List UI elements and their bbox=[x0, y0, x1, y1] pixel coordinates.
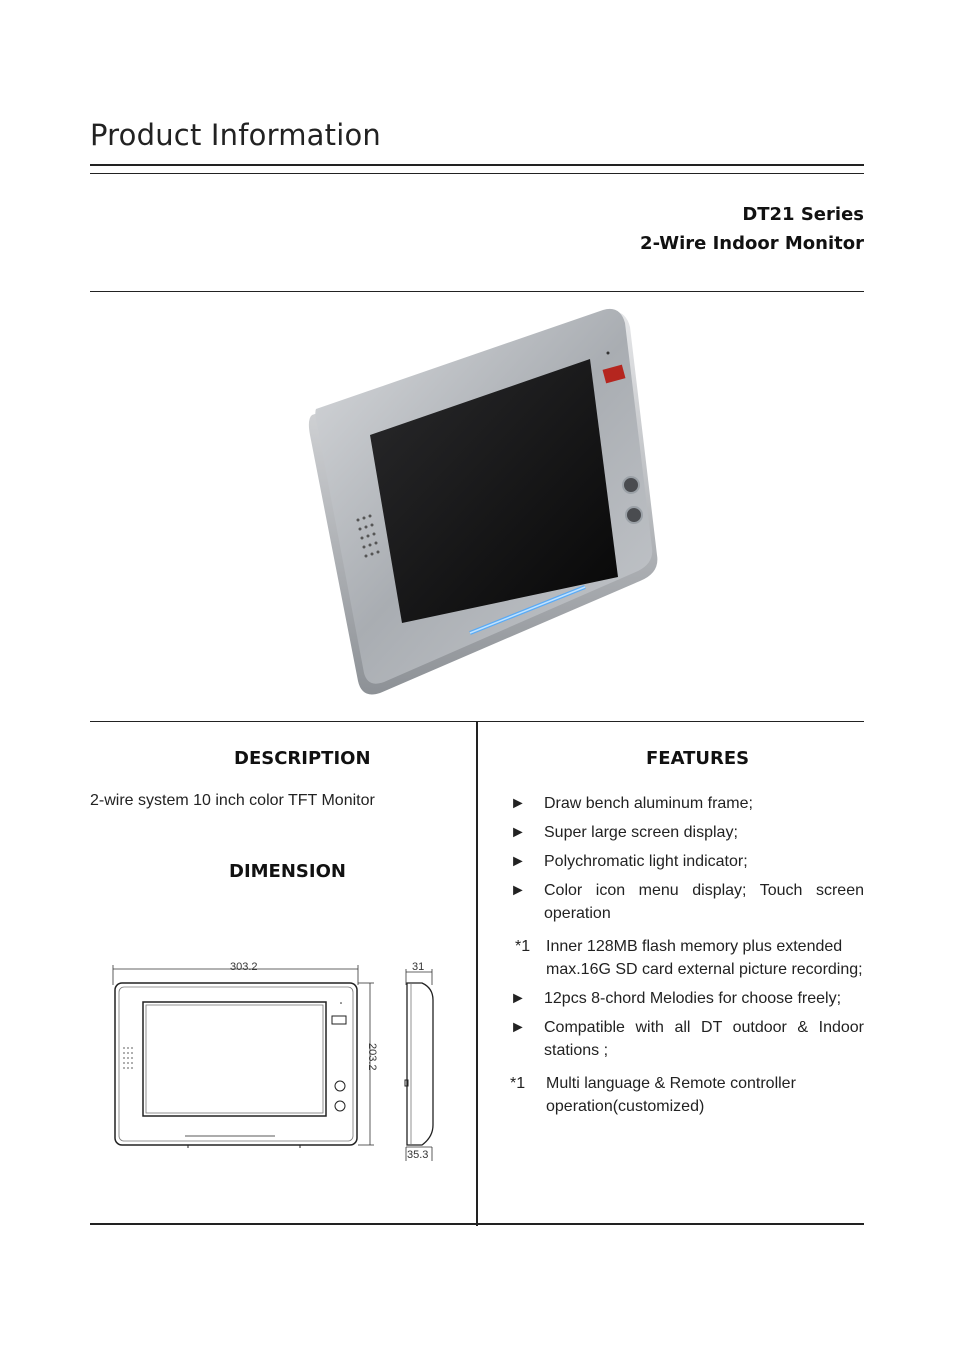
dim-height-label: 203.2 bbox=[366, 1043, 378, 1071]
feature-item: ► Polychromatic light indicator; bbox=[510, 850, 864, 873]
feature-text: Draw bench aluminum frame; bbox=[544, 795, 753, 812]
features-list: ► Draw bench aluminum frame; ► Super lar… bbox=[510, 792, 864, 1124]
feature-text: 12pcs 8-chord Melodies for choose freely… bbox=[544, 990, 842, 1007]
dimension-heading: DIMENSION bbox=[229, 861, 346, 882]
description-heading: DESCRIPTION bbox=[234, 748, 371, 769]
footnote-marker: *1 bbox=[515, 938, 531, 955]
feature-text: Compatible with all DT outdoor & Indoor … bbox=[544, 1019, 864, 1059]
feature-item: *1 Inner 128MB flash memory plus extende… bbox=[515, 935, 864, 981]
features-heading: FEATURES bbox=[646, 748, 750, 769]
bullet-arrow-icon: ► bbox=[510, 824, 526, 841]
description-text: 2-wire system 10 inch color TFT Monitor bbox=[90, 792, 375, 809]
feature-text: Super large screen display; bbox=[544, 824, 738, 841]
bullet-arrow-icon: ► bbox=[510, 795, 526, 812]
column-divider bbox=[476, 721, 478, 1226]
page-title: Product Information bbox=[90, 118, 381, 152]
product-name: 2-Wire Indoor Monitor bbox=[640, 233, 864, 254]
dimension-drawing: 303.2 203.2 31 35.3 bbox=[112, 961, 434, 1161]
feature-text: Inner 128MB flash memory plus extended m… bbox=[546, 938, 863, 978]
feature-item: *1 Multi language & Remote controller op… bbox=[510, 1072, 864, 1118]
title-rule-thick bbox=[90, 164, 864, 166]
title-rule-thin bbox=[90, 173, 864, 174]
bullet-arrow-icon: ► bbox=[510, 990, 526, 1007]
header-divider bbox=[90, 291, 864, 292]
product-series: DT21 Series bbox=[742, 204, 864, 225]
feature-item: ► Super large screen display; bbox=[510, 821, 864, 844]
feature-text: Multi language & Remote controller opera… bbox=[546, 1075, 796, 1115]
bullet-arrow-icon: ► bbox=[510, 1019, 526, 1036]
bottom-rule bbox=[90, 1223, 864, 1225]
bullet-arrow-icon: ► bbox=[510, 882, 526, 899]
feature-item: ► Compatible with all DT outdoor & Indoo… bbox=[510, 1016, 864, 1062]
feature-text: Color icon menu display; Touch screen op… bbox=[544, 882, 864, 922]
footnote-marker: *1 bbox=[510, 1075, 526, 1092]
product-photo bbox=[308, 308, 658, 695]
feature-item: ► Color icon menu display; Touch screen … bbox=[510, 879, 864, 925]
feature-text: Polychromatic light indicator; bbox=[544, 853, 748, 870]
dim-width-label: 303.2 bbox=[230, 961, 258, 973]
feature-item: ► 12pcs 8-chord Melodies for choose free… bbox=[510, 987, 864, 1010]
dim-depth-bottom-label: 35.3 bbox=[407, 1149, 428, 1161]
feature-item: ► Draw bench aluminum frame; bbox=[510, 792, 864, 815]
dim-depth-top-label: 31 bbox=[412, 961, 424, 973]
product-heading: DT21 Series 2-Wire Indoor Monitor bbox=[640, 200, 864, 258]
bullet-arrow-icon: ► bbox=[510, 853, 526, 870]
